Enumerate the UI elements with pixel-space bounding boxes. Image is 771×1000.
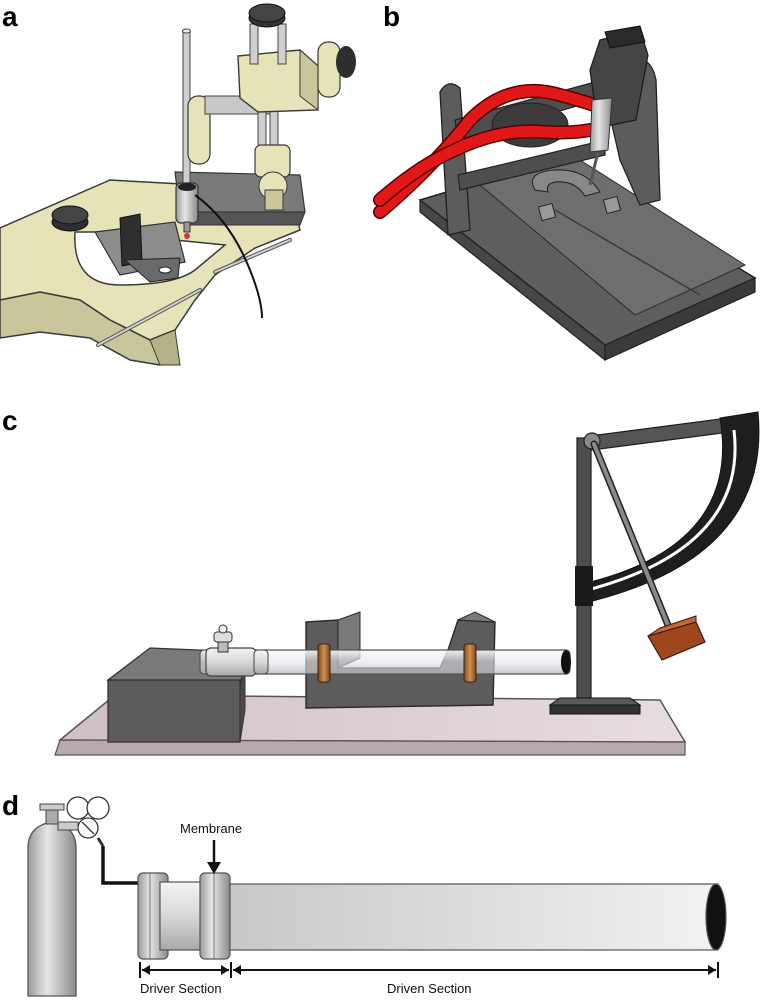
panel-b: b bbox=[373, 1, 757, 362]
driven-section-label: Driven Section bbox=[387, 981, 472, 996]
pendulum bbox=[590, 440, 706, 661]
micromanipulator-carriage bbox=[187, 3, 356, 211]
mouse-restrainer-base bbox=[418, 157, 757, 362]
panel-d-letter: d bbox=[2, 790, 19, 821]
red-tubes bbox=[373, 83, 615, 219]
membrane-label: Membrane bbox=[180, 821, 242, 836]
copper-clamps bbox=[317, 643, 477, 683]
panel-a-letter: a bbox=[2, 1, 18, 32]
panel-d: d M bbox=[2, 790, 727, 997]
ear-bar-plate bbox=[94, 213, 186, 283]
driven-dimension bbox=[233, 962, 719, 978]
panel-a: a bbox=[0, 1, 356, 366]
membrane-arrow bbox=[207, 840, 221, 874]
electrode-holder bbox=[175, 182, 263, 319]
panel-c: c bbox=[2, 405, 760, 756]
pressure-regulator bbox=[57, 796, 110, 847]
panel-b-letter: b bbox=[383, 1, 400, 32]
angle-scale-arc bbox=[575, 411, 760, 606]
driver-section-label: Driver Section bbox=[140, 981, 222, 996]
gas-line bbox=[101, 846, 140, 885]
driver-dimension bbox=[139, 962, 232, 978]
panel-c-letter: c bbox=[2, 405, 18, 436]
pressure-injector bbox=[588, 25, 649, 186]
base-knob bbox=[51, 205, 89, 232]
ear-bar-rods bbox=[96, 238, 292, 347]
driver-section bbox=[137, 872, 231, 960]
glass-tube bbox=[199, 624, 571, 677]
driven-section bbox=[229, 883, 727, 951]
gas-cylinder bbox=[27, 803, 77, 997]
